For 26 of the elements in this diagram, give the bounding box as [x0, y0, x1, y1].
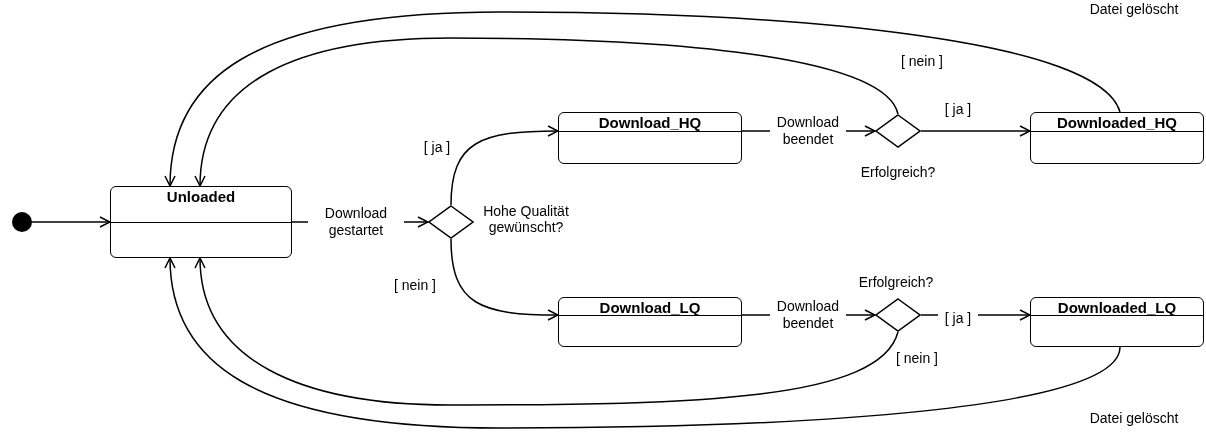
- decision-diamond: [428, 205, 474, 239]
- edge-label: [ ja ]: [938, 310, 978, 327]
- state-box: [1030, 297, 1204, 347]
- state-box: [558, 297, 742, 347]
- guard-question: Erfolgreich?: [857, 274, 935, 290]
- state-name: Download_LQ: [598, 299, 702, 317]
- transition-arrow: [195, 37, 899, 187]
- transition-arrow: [195, 257, 899, 406]
- transition-arrow: [920, 125, 1031, 137]
- transition-arrow: [164, 11, 1121, 187]
- transition-arrow: [450, 238, 559, 321]
- state-box: [110, 186, 292, 258]
- state-box: [558, 112, 742, 164]
- state-name: Downloaded_LQ: [1056, 299, 1178, 317]
- transition-arrow: [31, 216, 111, 228]
- decision-diamond: [875, 298, 921, 332]
- state-name: Downloaded_HQ: [1056, 114, 1178, 132]
- transition-arrow: [164, 257, 1121, 429]
- state-box: [1030, 112, 1204, 164]
- decision-diamond: [875, 114, 921, 148]
- state-name: Unloaded: [165, 188, 237, 206]
- transition-arrow: [450, 125, 559, 206]
- edge-label: Download gestartet: [308, 205, 404, 239]
- guard-question: Hohe Qualität gewünscht?: [482, 203, 570, 235]
- state-name: Download_HQ: [597, 114, 703, 132]
- guard-question: Erfolgreich?: [859, 164, 937, 180]
